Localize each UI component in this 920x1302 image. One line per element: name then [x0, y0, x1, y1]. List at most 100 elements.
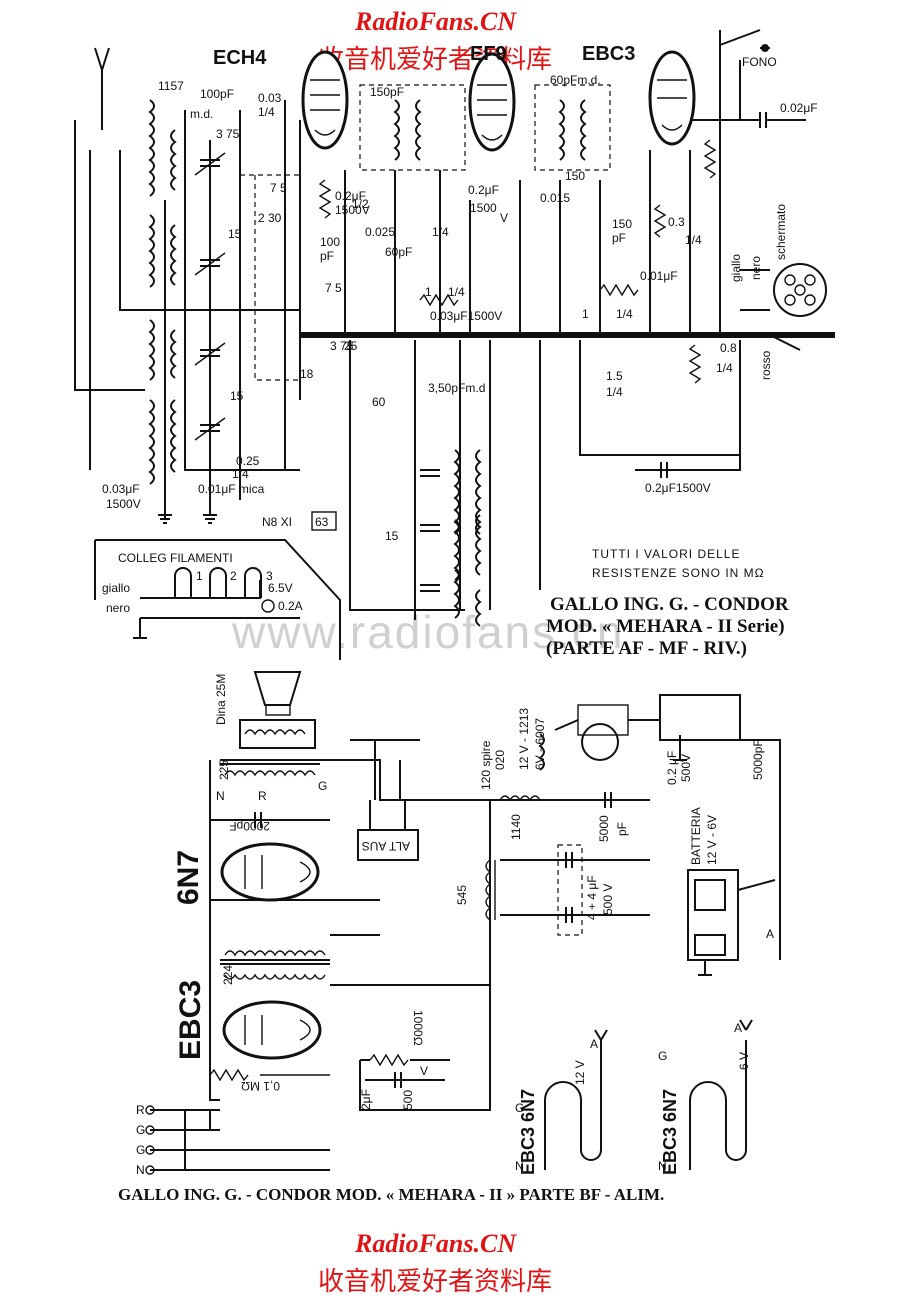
terminal-n	[145, 1165, 155, 1175]
label-nb-box	[311, 511, 337, 531]
label-ebc3: EBC3	[174, 980, 207, 1060]
label-n545: 545	[455, 885, 469, 905]
label-c5000b: 5000pF	[751, 739, 765, 780]
interstage-core	[220, 959, 330, 965]
label-c60pf: 60pF	[385, 245, 412, 259]
lower-title: GALLO ING. G. - CONDOR MOD. « MEHARA - I…	[118, 1185, 664, 1204]
tube-ef9-electrodes	[477, 84, 507, 141]
label-c001uf: 0.01μF	[640, 269, 678, 283]
label-r15: 1.5	[606, 369, 623, 383]
label-n224: 224	[221, 965, 235, 985]
label-ebc3: EBC3	[582, 43, 635, 65]
label-dina: Dina 25M	[214, 674, 228, 725]
antenna-symbol	[94, 47, 110, 130]
label-c60: 60	[372, 395, 386, 409]
label-c375b: 3 75	[330, 339, 354, 353]
label-fono: FONO	[742, 55, 777, 69]
label-c002uf: 0.02μF	[780, 101, 818, 115]
label-c15a: 15	[228, 227, 242, 241]
speaker-field-box	[239, 719, 316, 749]
tube-ef9	[468, 52, 516, 152]
field-winding	[244, 729, 306, 736]
label-c1157: 1157	[158, 79, 184, 93]
label-v75: 7 5	[270, 181, 287, 195]
label-6n7: 6N7	[172, 850, 205, 905]
speaker-magnet	[265, 704, 291, 716]
if-transformers	[359, 84, 611, 171]
label-v12b: 12 V	[573, 1060, 587, 1085]
if-stage-wiring	[344, 170, 601, 335]
coil-rails	[164, 110, 300, 520]
filament-n2: 2	[230, 569, 237, 583]
label-r14h: 1/4	[232, 467, 249, 481]
label-c44uf: 4 + 4 μF	[585, 875, 599, 920]
dynamotor	[581, 723, 619, 761]
filter-caps-4uf	[500, 852, 650, 923]
detector-wiring	[649, 60, 760, 335]
label-vV: V	[500, 211, 508, 225]
label-c003uf: 0.03μF1500V	[430, 309, 502, 323]
tuning-capacitors	[194, 110, 241, 500]
socket-pin	[784, 294, 796, 306]
terminal-g-upper	[145, 1125, 155, 1135]
cap-2000pf	[254, 812, 262, 828]
filament-a02: 0.2A	[278, 599, 303, 613]
label-giallo: giallo	[729, 254, 743, 282]
label-r1000: 1000Ω	[411, 1010, 425, 1046]
filament-n1: 1	[196, 569, 203, 583]
label-r12: 1/2	[352, 197, 369, 211]
ground-symbols-left	[158, 495, 217, 524]
label-r14a: 1/4	[258, 105, 275, 119]
label-c02uf-a: 0.2μF	[335, 189, 366, 203]
watermark-subtitle-top: 收音机爱好者资料库	[318, 45, 552, 75]
tube-6n7-electrodes	[244, 855, 311, 889]
label-pf: pF	[612, 231, 626, 245]
transformer-545	[485, 859, 496, 921]
label-ech4: ECH4	[213, 47, 267, 69]
speaker-socket	[773, 263, 827, 317]
label-c02uf1500: 0.2μF1500V	[645, 481, 711, 495]
label-nb-box-text: 63	[315, 515, 329, 529]
label-G: G	[318, 779, 327, 793]
label-v1500a: 1500V	[335, 203, 370, 217]
label-r08: 0.8	[720, 341, 737, 355]
label-v6: 6V - 6007	[533, 718, 547, 770]
label-ebc3-6n7-b: EBC3 6N7	[660, 1089, 680, 1175]
label-r0025: 0.025	[365, 225, 395, 239]
tube-ebc3-lower-electrodes	[244, 1015, 311, 1045]
label-c02uf-b: 0.2μF	[468, 183, 499, 197]
watermark-brand-bottom: RadioFans.CN	[354, 1229, 517, 1258]
filter-cap-5000pf	[550, 792, 650, 808]
socket-leads	[740, 269, 801, 351]
label-R2: R	[136, 1103, 145, 1117]
label-v1500b: 1500	[470, 201, 497, 215]
label-c60pfmd: 60pFm.d.	[550, 73, 601, 87]
resistor-03	[653, 204, 667, 238]
label-Gb: G	[658, 1049, 667, 1063]
resistor-1000	[369, 1053, 409, 1067]
socket-pin	[784, 274, 796, 286]
label-rosso: rosso	[759, 350, 773, 380]
label-r1: 1	[425, 285, 432, 299]
output-cap	[759, 112, 806, 128]
label-N: N	[216, 789, 225, 803]
resistor-1-14	[419, 293, 459, 307]
tube-ech4-electrodes	[310, 79, 340, 136]
label-pfb: pF	[320, 249, 334, 263]
label-r14e: 1/4	[616, 307, 633, 321]
interstage-primary	[224, 950, 326, 957]
label-oumio: 0,1 MΩ	[241, 1079, 280, 1093]
label-nb: N8 XI	[262, 515, 292, 529]
band-switch-wiring	[349, 340, 741, 620]
speaker-cone	[253, 671, 302, 706]
label-Na: N	[515, 1159, 524, 1173]
terminal-r	[145, 1105, 155, 1115]
socket-pin	[804, 294, 816, 306]
label-r14b: 1/4	[685, 233, 702, 247]
alt-aus-box	[357, 829, 419, 861]
tube-ebc3-electrodes	[657, 79, 687, 131]
label-ef9: EF9	[470, 43, 507, 65]
label-r14c: 1/4	[432, 225, 449, 239]
output-primary	[224, 770, 316, 777]
label-v500b: 500 V	[601, 884, 615, 915]
